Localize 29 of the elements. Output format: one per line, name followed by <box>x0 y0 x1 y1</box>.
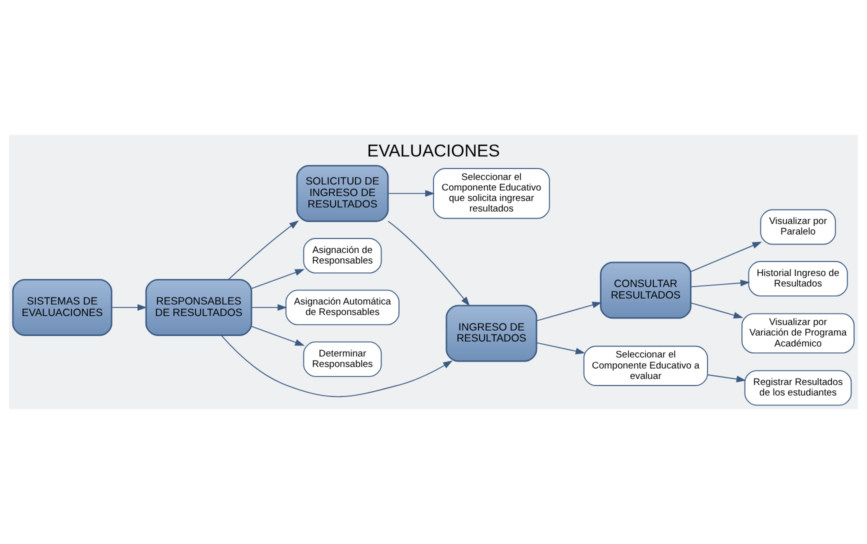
arrow <box>536 302 602 322</box>
node-box: Asignación de Responsables <box>303 238 382 274</box>
node-box: Seleccionar el Componente Educativo a evaluar <box>583 346 708 386</box>
arrow <box>690 242 762 272</box>
arrow <box>690 302 744 318</box>
node-box: CONSULTAR RESULTADOS <box>600 262 692 319</box>
node-box: SISTEMAS DE EVALUACIONES <box>12 278 112 336</box>
arrow <box>220 334 453 398</box>
arrow <box>251 269 305 289</box>
node-box: Registrar Resultados de los estudiantes <box>744 370 852 406</box>
arrow <box>690 280 750 288</box>
arrow <box>388 190 435 197</box>
node-box: RESPONSABLES DE RESULTADOS <box>145 278 252 336</box>
node-box: SOLICITUD DE INGRESO DE RESULTADOS <box>296 164 389 222</box>
node-box: Visualizar por Paralelo <box>760 209 836 245</box>
arrow <box>251 326 305 346</box>
node-box: Visualizar por Variación de Programa Académico <box>742 313 855 354</box>
node-box: Historial Ingreso de Resultados <box>748 260 848 296</box>
arrow <box>707 374 746 382</box>
arrow <box>111 304 148 311</box>
arrow <box>251 304 288 311</box>
diagram-title: EVALUACIONES <box>367 140 500 160</box>
node-box: Seleccionar el Componente Educativo que solicita ingresar resultados <box>433 168 550 219</box>
arrow <box>388 220 470 306</box>
arrow <box>536 342 586 354</box>
node-box: INGRESO DE RESULTADOS <box>446 304 538 362</box>
arrow <box>228 220 299 280</box>
node-box: Asignación Automática de Responsables <box>285 290 400 326</box>
node-box: Determinar Responsables <box>303 341 382 377</box>
